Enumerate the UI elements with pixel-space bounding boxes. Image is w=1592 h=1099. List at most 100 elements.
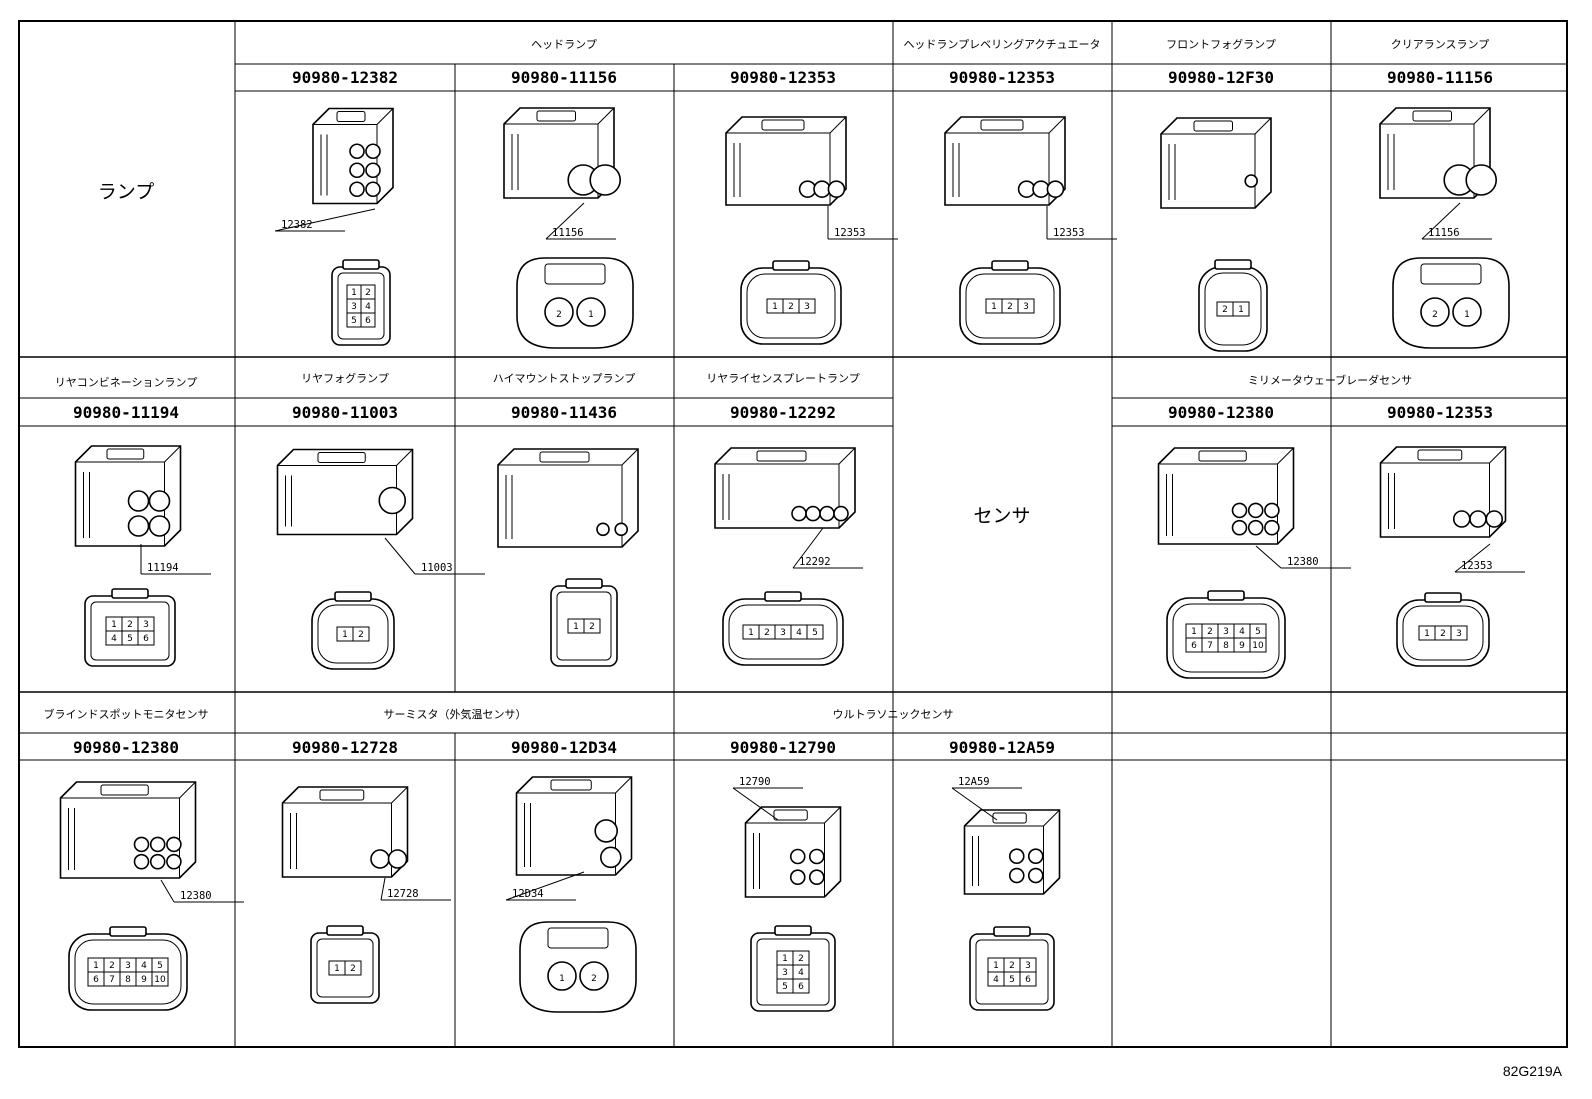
- connector-cavity: [808, 869, 825, 886]
- connector-face-inner: [1172, 603, 1280, 673]
- pin-number: 6: [93, 975, 99, 985]
- pin-number: 4: [993, 975, 999, 985]
- pin-number: 1: [559, 974, 565, 984]
- connector-face-inner: [556, 591, 612, 661]
- connector-lock-tab: [774, 925, 812, 936]
- pin-number: 2: [350, 964, 356, 974]
- rear-fog-header: リヤフォグランプ: [301, 371, 389, 385]
- front-fog-header: フロントフォグランプ: [1166, 37, 1276, 51]
- part-number-r1c5: 90980-12F30: [1168, 68, 1274, 87]
- leader-line: [1255, 545, 1282, 569]
- pin-number: 6: [1025, 975, 1031, 985]
- connector-cavity: [1008, 867, 1025, 884]
- connector-latch: [1198, 450, 1247, 462]
- pin-number: 10: [1252, 641, 1264, 651]
- connector-face-inner: [975, 939, 1049, 1005]
- pin-number: 7: [109, 975, 115, 985]
- headlamp-leveling-header: ヘッドランプレベリングアクチュエータ: [903, 37, 1100, 51]
- connector-lock-tab: [1424, 592, 1462, 603]
- connector-cavity: [166, 853, 182, 870]
- pin-number: 3: [1456, 629, 1462, 639]
- pin-cell: [151, 971, 169, 987]
- pin-number: 1: [1238, 305, 1244, 315]
- pin-number: 1: [748, 628, 754, 638]
- connector-latch: [756, 450, 807, 462]
- pin-number: 3: [804, 302, 810, 312]
- pin-number: 5: [351, 316, 357, 326]
- connector-lock-tab: [326, 925, 364, 936]
- connector-latch: [773, 809, 808, 821]
- pin-cell: [806, 624, 824, 640]
- connector-face-inner: [1402, 605, 1484, 661]
- pin-number: 2: [788, 302, 794, 312]
- pin-cell: [1232, 301, 1250, 317]
- pin-number: 2: [798, 954, 804, 964]
- pin-cell: [1450, 625, 1468, 641]
- callout-label: 12353: [834, 227, 866, 239]
- connector-lock-tab: [342, 259, 380, 270]
- pin-cavity: [544, 297, 574, 327]
- callout-label: 11194: [147, 562, 179, 574]
- connector-cavity: [1008, 848, 1025, 865]
- pin-number: 3: [351, 302, 357, 312]
- connector-face: [1392, 257, 1510, 349]
- pin-number: 9: [1239, 641, 1245, 651]
- connector-cavity: [149, 836, 166, 853]
- headlamp-header: ヘッドランプ: [531, 38, 597, 51]
- pin-cavity: [547, 961, 577, 991]
- connector-table: ランプ センサ ヘッドランプ ヘッドランプレベリングアクチュエータ フロントフォ…: [18, 20, 1568, 1048]
- connector-cavity: [1264, 519, 1280, 536]
- part-number-r1c1: 90980-12382: [292, 68, 398, 87]
- part-number-r3c3: 90980-12790: [730, 738, 836, 757]
- callout-label: 12292: [799, 556, 831, 568]
- part-number-r3c0: 90980-12380: [73, 738, 179, 757]
- connector-lock-tab: [565, 578, 603, 589]
- connector-cavity: [365, 143, 381, 160]
- leader-line: [505, 871, 585, 901]
- pin-number: 5: [1009, 975, 1015, 985]
- pin-cell: [583, 618, 601, 634]
- pin-cell: [1019, 971, 1037, 987]
- connector-cavity: [387, 849, 408, 869]
- pin-number: 1: [1424, 629, 1430, 639]
- connector-latch: [550, 779, 592, 791]
- mmwave-header: ミリメータウェーブレーダセンサ: [1248, 373, 1412, 387]
- pin-number: 2: [127, 620, 133, 630]
- leader-line: [380, 877, 386, 901]
- pin-number: 3: [780, 628, 786, 638]
- pin-number: 2: [556, 310, 562, 320]
- pin-cell: [344, 960, 362, 976]
- part-number-r3c1: 90980-12728: [292, 738, 398, 757]
- connector-latch: [980, 119, 1024, 131]
- connector-cavity: [378, 486, 407, 515]
- connector-body: [1160, 117, 1272, 209]
- sensor-category-label: センサ: [973, 505, 1030, 527]
- connector-face-inner: [74, 939, 182, 1005]
- part-number-r1c6: 90980-11156: [1387, 68, 1493, 87]
- ultrasonic-header: ウルトラソニックセンサ: [833, 708, 954, 721]
- pin-number: 8: [1223, 641, 1229, 651]
- pin-number: 6: [798, 982, 804, 992]
- connector-cavity: [149, 853, 166, 870]
- connector-face: [519, 921, 637, 1013]
- connector-latch: [547, 927, 609, 949]
- pin-number: 1: [782, 954, 788, 964]
- connector-lock-tab: [111, 588, 149, 599]
- pin-number: 2: [589, 622, 595, 632]
- connector-cavity: [1469, 510, 1487, 528]
- pin-number: 4: [1239, 627, 1245, 637]
- pin-cell: [352, 626, 370, 642]
- callout-label: 12790: [739, 776, 771, 788]
- pin-number: 1: [334, 964, 340, 974]
- pin-number: 2: [1009, 961, 1015, 971]
- rear-license-header: リヤライセンスプレートランプ: [706, 372, 859, 385]
- connector-cavity: [365, 181, 381, 198]
- connector-face-inner: [746, 273, 836, 339]
- connector-cavity: [1027, 867, 1044, 884]
- pin-number: 3: [143, 620, 149, 630]
- pin-number: 5: [1255, 627, 1261, 637]
